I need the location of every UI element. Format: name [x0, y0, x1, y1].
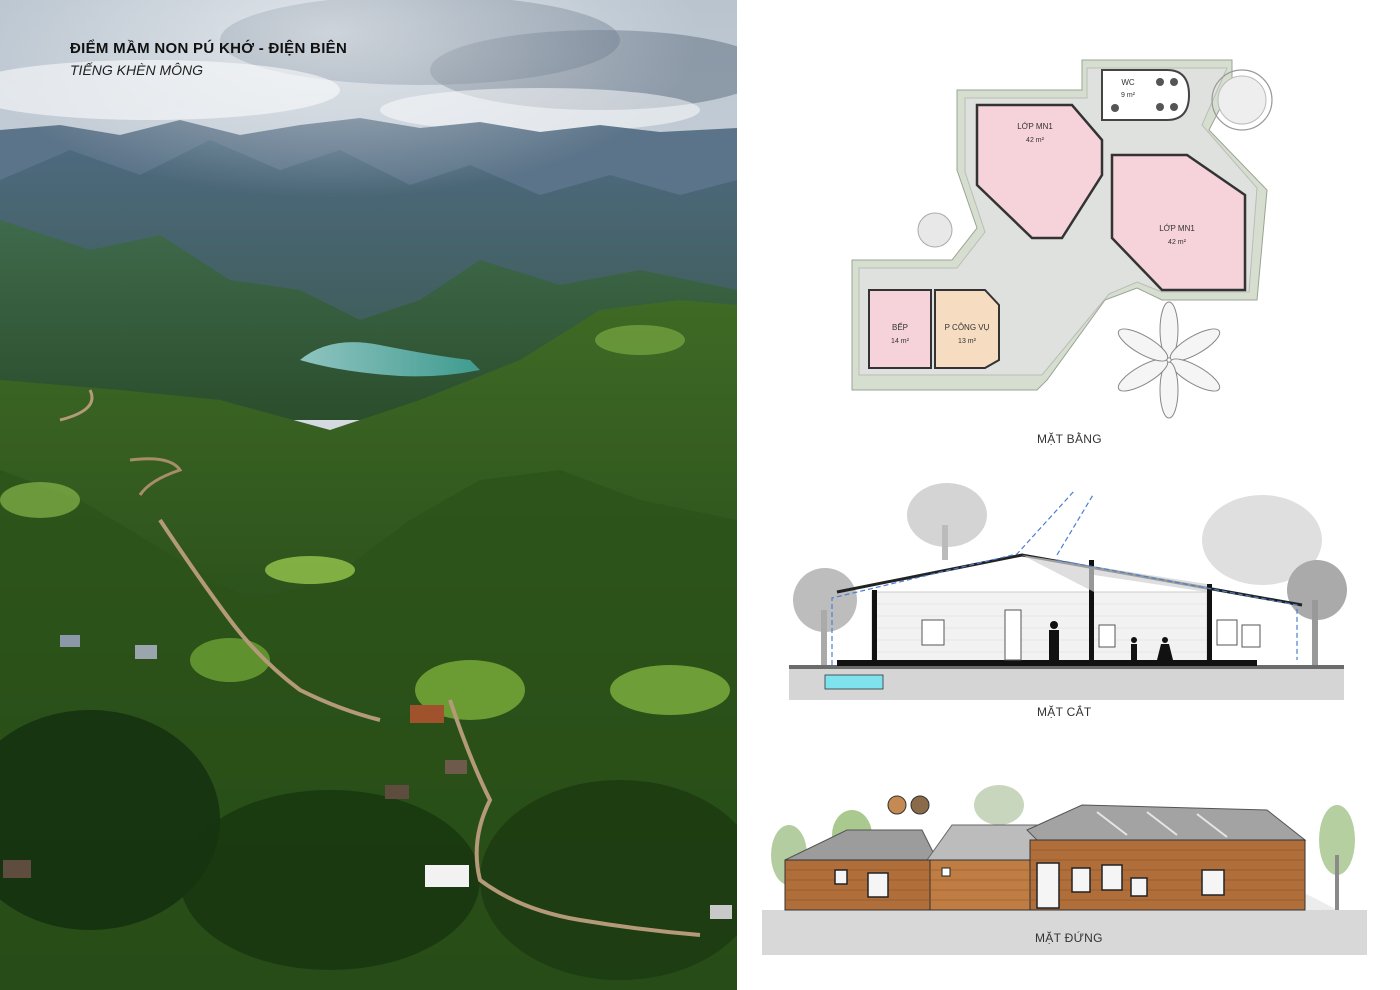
plan-caption: MẶT BẰNG [1037, 432, 1102, 446]
elevation-drawing [762, 785, 1367, 955]
classroom-1-name: LỚP MN1 [1017, 122, 1053, 131]
palm-tree-icon [1117, 301, 1221, 419]
classroom-2-area: 42 m² [1168, 239, 1187, 246]
office-name: P CÔNG VỤ [945, 323, 990, 332]
kitchen [868, 289, 932, 369]
drawings-panel: WC 9 m² LỚP MN1 42 m² LỚP MN1 42 m² BẾP … [737, 0, 1400, 990]
page-subtitle: TIẾNG KHÈN MÔNG [70, 62, 204, 78]
classroom-2-name: LỚP MN1 [1159, 224, 1195, 233]
elevation-caption: MẶT ĐỨNG [1035, 931, 1103, 945]
floor-plan: WC 9 m² LỚP MN1 42 m² LỚP MN1 42 m² BẾP … [851, 59, 1273, 419]
wc-area: 9 m² [1121, 92, 1136, 99]
office-area: 13 m² [958, 338, 977, 345]
aerial-landscape-photo: ĐIỂM MẦM NON PÚ KHỚ - ĐIỆN BIÊN TIẾNG KH… [0, 0, 737, 990]
kitchen-name: BẾP [892, 322, 908, 332]
kitchen-area: 14 m² [891, 338, 910, 345]
classroom-2 [1110, 153, 1247, 292]
classroom-1 [975, 103, 1104, 240]
section-caption: MẶT CẮT [1037, 705, 1092, 719]
section-drawing [789, 483, 1347, 700]
page-title: ĐIỂM MẦM NON PÚ KHỚ - ĐIỆN BIÊN [70, 40, 348, 57]
office-room [934, 289, 1000, 369]
classroom-1-area: 42 m² [1026, 137, 1045, 144]
wc-name: WC [1121, 78, 1135, 87]
page-title-block: ĐIỂM MẦM NON PÚ KHỚ - ĐIỆN BIÊN TIẾNG KH… [70, 40, 347, 78]
